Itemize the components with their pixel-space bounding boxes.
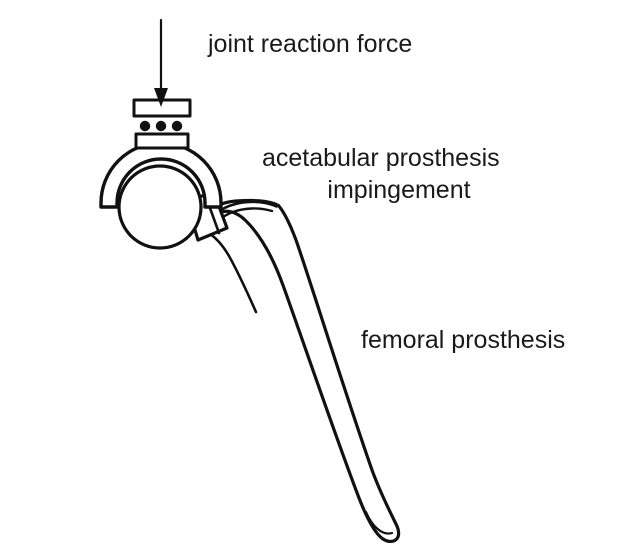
acetabular-backing-group: [132, 98, 192, 150]
label-joint-reaction-force: joint reaction force: [207, 30, 412, 58]
femoral-head-sphere: [117, 164, 203, 250]
acetabular-cup-arc: [99, 141, 223, 209]
fixation-dot-left: [139, 120, 151, 132]
stem-distal-tip-contour: [364, 510, 394, 535]
label-impingement: impingement: [327, 176, 470, 204]
femoral-prosthesis-group: [203, 198, 401, 544]
fixation-dot-center: [155, 120, 167, 132]
stem-medial-edge: [205, 230, 258, 314]
label-femoral-prosthesis: femoral prosthesis: [361, 326, 565, 354]
force-arrow-head-icon: [154, 88, 168, 107]
label-acetabular-prosthesis: acetabular prosthesis: [262, 144, 500, 172]
fixation-dot-right: [171, 120, 183, 132]
acetabular-backing-plate-lower: [134, 132, 190, 150]
femoral-stem-body: [203, 198, 401, 544]
joint-reaction-force-arrow: [154, 18, 168, 107]
acetabular-prosthesis-group: [99, 141, 223, 209]
